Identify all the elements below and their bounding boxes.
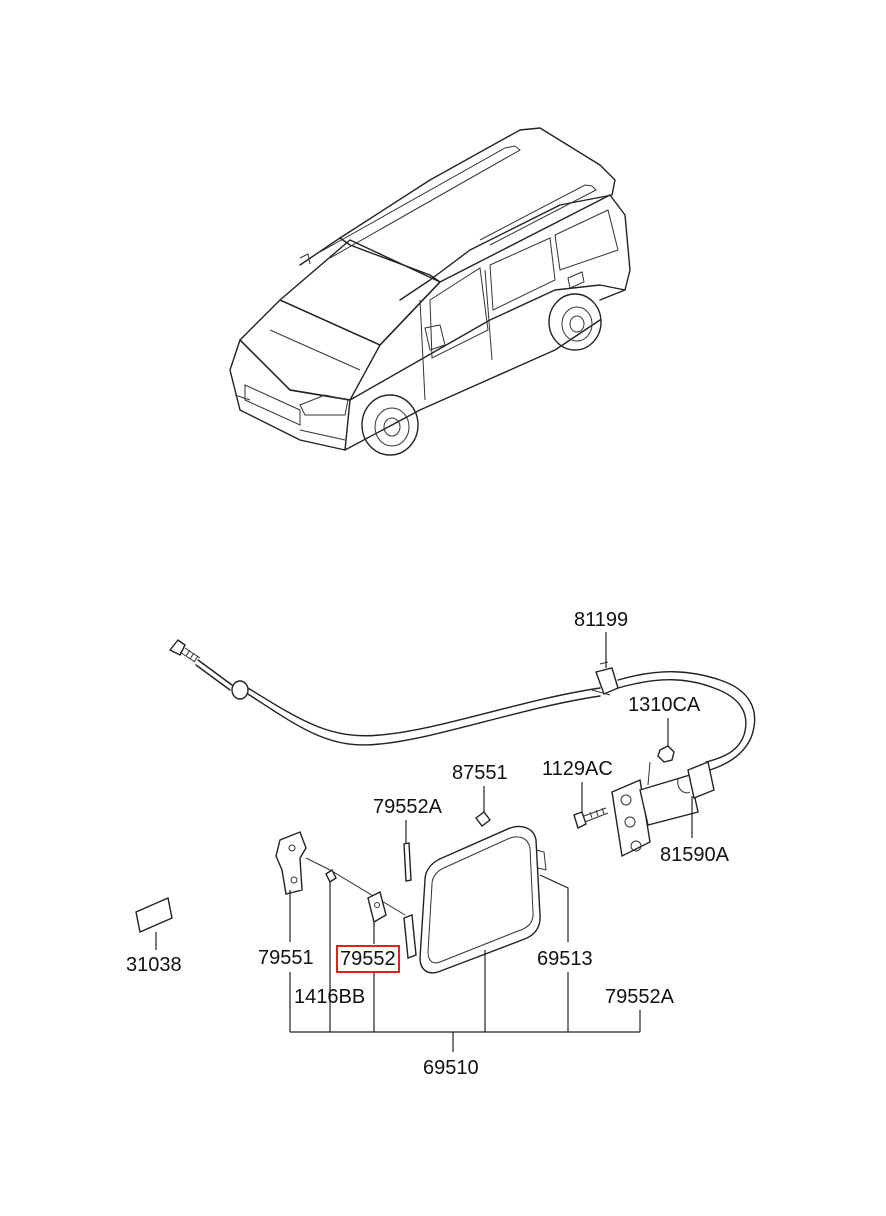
cable-clip-81199 xyxy=(591,661,619,696)
pin-79552A xyxy=(403,842,412,882)
label-81590A[interactable]: 81590A xyxy=(660,844,729,866)
label-81199[interactable]: 81199 xyxy=(574,609,629,631)
fuel-door-panel xyxy=(419,825,547,974)
label-31038 xyxy=(135,897,173,933)
vehicle-illustration xyxy=(229,127,631,456)
release-cable xyxy=(169,639,756,771)
clip-87551 xyxy=(475,811,491,827)
label-69513[interactable]: 69513 xyxy=(537,948,593,970)
label-1129AC[interactable]: 1129AC xyxy=(542,758,613,780)
label-69510[interactable]: 69510 xyxy=(423,1057,479,1079)
hinge-79551 xyxy=(275,831,406,916)
label-1310CA[interactable]: 1310CA xyxy=(628,694,701,716)
screw-1416BB xyxy=(325,868,337,884)
label-79551[interactable]: 79551 xyxy=(258,947,314,969)
fuel-door-assembly xyxy=(135,632,756,1052)
hinge-79552 xyxy=(367,890,417,959)
bolt-1129AC xyxy=(573,807,609,829)
label-79552-highlighted[interactable]: 79552 xyxy=(336,945,400,973)
nut-1310CA xyxy=(657,745,675,763)
label-31038[interactable]: 31038 xyxy=(126,954,182,976)
actuator-81590A xyxy=(611,761,715,858)
label-79552A-top[interactable]: 79552A xyxy=(373,796,442,818)
label-87551[interactable]: 87551 xyxy=(452,762,508,784)
leader-lines xyxy=(155,632,693,1052)
label-1416BB[interactable]: 1416BB xyxy=(294,986,366,1008)
label-79552A-bottom[interactable]: 79552A xyxy=(605,986,674,1008)
